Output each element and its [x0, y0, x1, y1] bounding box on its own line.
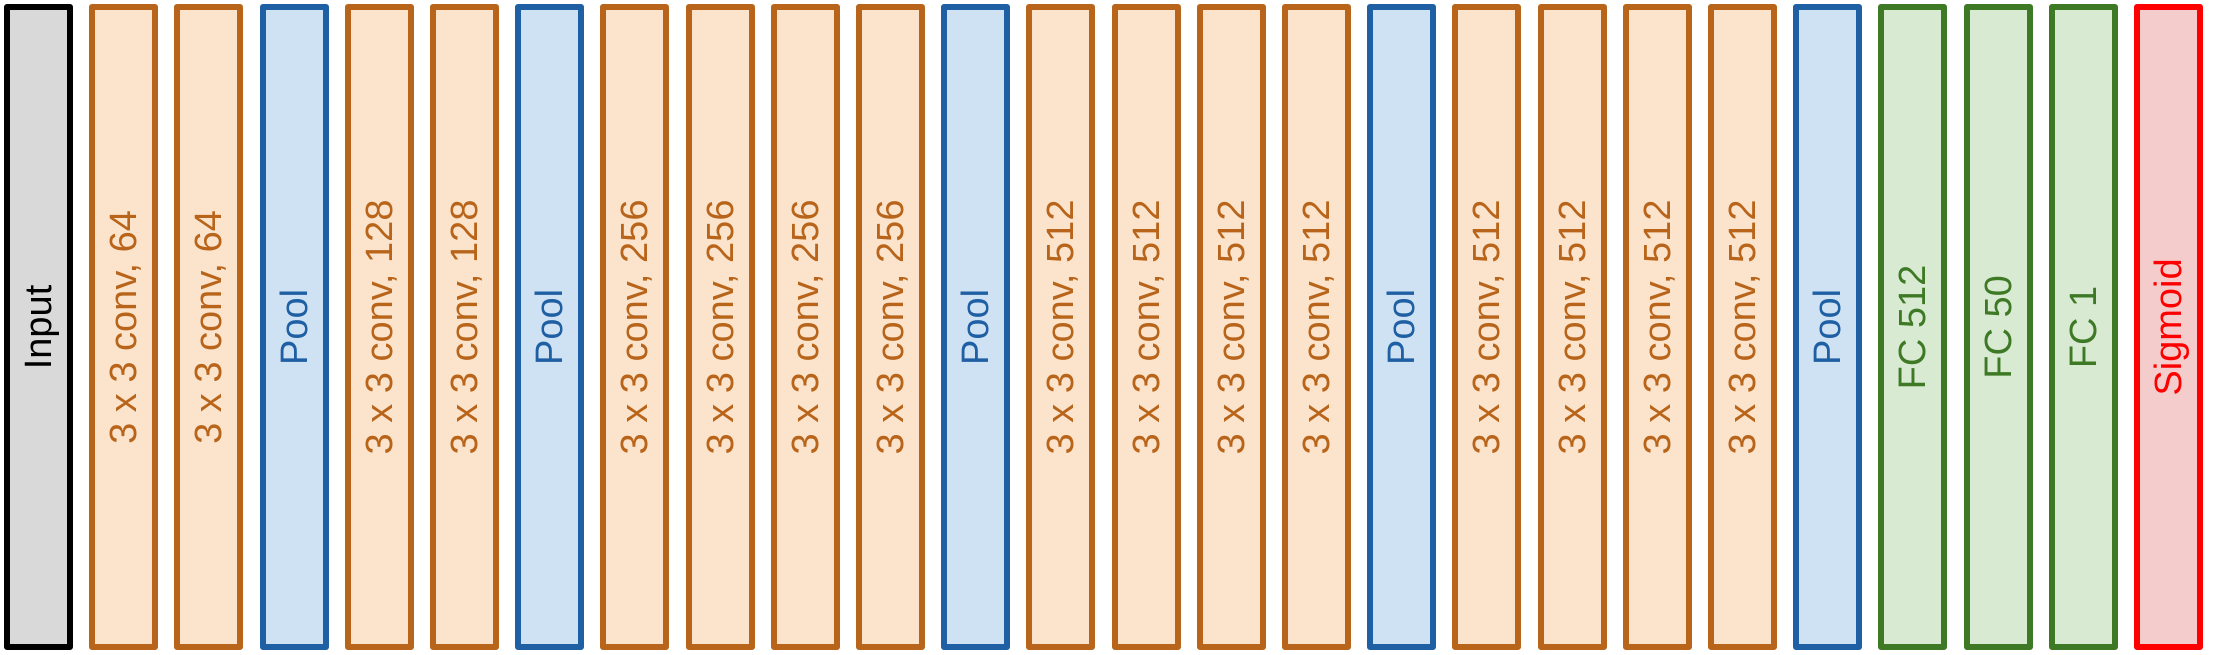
layer-label: FC 512 [1891, 264, 1934, 390]
layer-label: 3 x 3 conv, 512 [1295, 199, 1338, 455]
layer-label: 3 x 3 conv, 512 [1125, 199, 1168, 455]
layer-label: FC 1 [2062, 285, 2105, 369]
layer-conv-14: 3 x 3 conv, 512 [1112, 4, 1181, 650]
layer-conv-13: 3 x 3 conv, 512 [1026, 4, 1095, 650]
layer-label: Pool [273, 288, 316, 366]
layer-conv-15: 3 x 3 conv, 512 [1197, 4, 1266, 650]
layer-conv-9: 3 x 3 conv, 256 [686, 4, 755, 650]
layer-label: Input [17, 284, 60, 370]
layer-conv-16: 3 x 3 conv, 512 [1282, 4, 1351, 650]
layer-label: Pool [528, 288, 571, 366]
layer-label: Pool [954, 288, 997, 366]
layer-label: 3 x 3 conv, 512 [1039, 199, 1082, 455]
layer-label: 3 x 3 conv, 512 [1465, 199, 1508, 455]
layer-input-1: Input [4, 4, 73, 650]
layer-conv-5: 3 x 3 conv, 128 [345, 4, 414, 650]
layer-conv-3: 3 x 3 conv, 64 [174, 4, 243, 650]
layer-label: 3 x 3 conv, 64 [102, 210, 145, 444]
layer-label: 3 x 3 conv, 512 [1721, 199, 1764, 455]
layer-label: 3 x 3 conv, 256 [613, 199, 656, 455]
layer-pool-17: Pool [1367, 4, 1436, 650]
layer-fc-23: FC 512 [1878, 4, 1947, 650]
layer-label: 3 x 3 conv, 256 [869, 199, 912, 455]
layer-conv-19: 3 x 3 conv, 512 [1538, 4, 1607, 650]
layer-conv-10: 3 x 3 conv, 256 [771, 4, 840, 650]
layer-label: 3 x 3 conv, 64 [187, 210, 230, 444]
layer-label: 3 x 3 conv, 512 [1551, 199, 1594, 455]
layer-sigmoid-26: Sigmoid [2134, 4, 2203, 650]
layer-pool-4: Pool [260, 4, 329, 650]
layer-label: 3 x 3 conv, 512 [1210, 199, 1253, 455]
layer-conv-20: 3 x 3 conv, 512 [1623, 4, 1692, 650]
layer-label: Sigmoid [2147, 258, 2190, 396]
layer-pool-22: Pool [1793, 4, 1862, 650]
layer-label: 3 x 3 conv, 256 [784, 199, 827, 455]
layer-pool-7: Pool [515, 4, 584, 650]
layer-label: Pool [1380, 288, 1423, 366]
layer-label: 3 x 3 conv, 128 [358, 199, 401, 455]
layer-conv-2: 3 x 3 conv, 64 [89, 4, 158, 650]
layer-label: 3 x 3 conv, 512 [1636, 199, 1679, 455]
layer-conv-21: 3 x 3 conv, 512 [1708, 4, 1777, 650]
layer-pool-12: Pool [941, 4, 1010, 650]
layer-fc-24: FC 50 [1964, 4, 2033, 650]
layer-label: 3 x 3 conv, 128 [443, 199, 486, 455]
layer-label: 3 x 3 conv, 256 [699, 199, 742, 455]
layer-conv-18: 3 x 3 conv, 512 [1452, 4, 1521, 650]
layer-label: Pool [1806, 288, 1849, 366]
layer-conv-11: 3 x 3 conv, 256 [856, 4, 925, 650]
layer-fc-25: FC 1 [2049, 4, 2118, 650]
layer-label: FC 50 [1977, 275, 2020, 379]
layer-conv-8: 3 x 3 conv, 256 [600, 4, 669, 650]
layer-conv-6: 3 x 3 conv, 128 [430, 4, 499, 650]
